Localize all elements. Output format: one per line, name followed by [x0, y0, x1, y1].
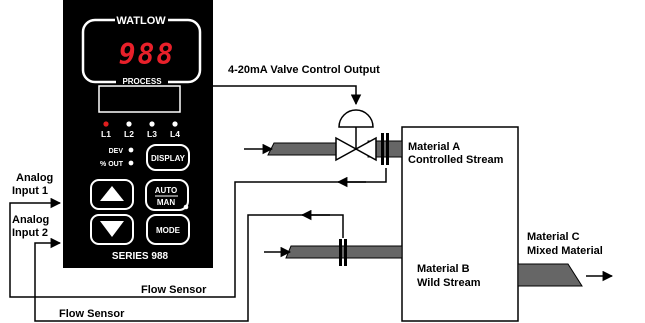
- led-l4: [172, 121, 178, 127]
- auto-label: AUTO: [155, 186, 178, 195]
- analog-input-1-line2: Input 1: [12, 185, 48, 197]
- material-b-label-line2: Wild Stream: [417, 277, 481, 289]
- man-label: MAN: [157, 198, 175, 207]
- flow-sensor-b: [339, 239, 347, 266]
- material-c-outlet: [517, 263, 583, 287]
- controller-panel: WATLOW PROCESS 988 L1 L2 L3 L4 DEV % OUT…: [63, 0, 213, 268]
- display-caption: PROCESS: [122, 77, 162, 86]
- analog-input-2-line2: Input 2: [12, 227, 48, 239]
- indicator-l2: L2: [124, 129, 134, 139]
- brand-logo: WATLOW: [116, 15, 166, 27]
- out-label: % OUT: [100, 161, 124, 168]
- analog-input-1-line1: Analog: [16, 172, 53, 184]
- indicator-l4: L4: [170, 129, 180, 139]
- flow-sensor-b-wire: [34, 214, 344, 322]
- down-button[interactable]: [90, 214, 134, 245]
- material-a-label-line2: Controlled Stream: [408, 154, 504, 166]
- indicator-l1: L1: [101, 129, 111, 139]
- led-l2: [126, 121, 132, 127]
- auto-man-button[interactable]: AUTO MAN: [145, 179, 189, 211]
- flow-sensor-a: [381, 133, 389, 165]
- up-button[interactable]: [90, 179, 134, 210]
- out-led: [128, 160, 134, 166]
- mixing-tank: [401, 126, 519, 322]
- indicator-l3: L3: [147, 129, 157, 139]
- dev-label: DEV: [109, 148, 124, 155]
- valve-output-line: [212, 85, 362, 106]
- down-arrow-icon: [100, 221, 124, 237]
- led-l1: [103, 121, 109, 127]
- display-button-label: DISPLAY: [151, 154, 186, 163]
- dev-led: [128, 147, 134, 153]
- process-value: 988: [119, 38, 176, 71]
- process-display: [92, 36, 192, 69]
- up-arrow-icon: [100, 186, 124, 201]
- material-c-label-line2: Mixed Material: [527, 245, 603, 257]
- mode-button-label: MODE: [156, 226, 181, 235]
- series-label: SERIES 988: [112, 251, 169, 262]
- display-button[interactable]: DISPLAY: [146, 144, 190, 171]
- valve-output-label: 4-20mA Valve Control Output: [228, 64, 380, 76]
- material-c-label-line1: Material C: [527, 231, 580, 243]
- mode-button[interactable]: MODE: [146, 214, 190, 245]
- flow-sensor-a-wire: [9, 168, 387, 298]
- flow-sensor-lower-label: Flow Sensor: [59, 308, 125, 320]
- material-b-label-line1: Material B: [417, 263, 470, 275]
- flow-sensor-upper-label: Flow Sensor: [141, 284, 207, 296]
- auto-man-led: [183, 204, 189, 210]
- led-l3: [149, 121, 155, 127]
- analog-input-2-line1: Analog: [12, 214, 49, 226]
- control-valve: [335, 109, 377, 162]
- material-a-label-line1: Material A: [408, 141, 460, 153]
- secondary-display: [98, 85, 181, 113]
